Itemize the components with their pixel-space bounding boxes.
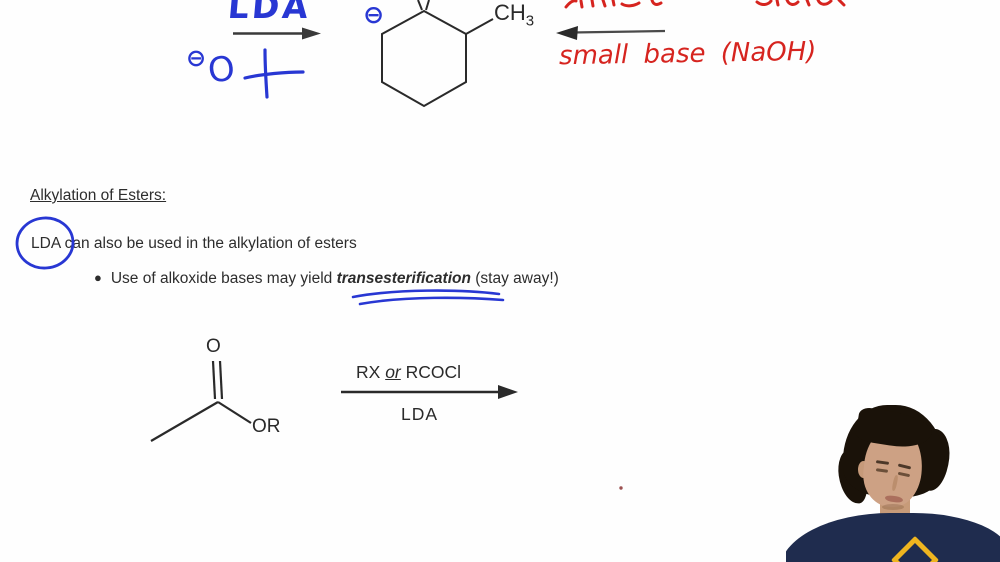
instructor-shirt	[786, 513, 1000, 562]
enolate-charge-icon: ⊖	[363, 0, 384, 29]
alkoxide-skeleton-strokes	[243, 48, 305, 99]
cyclohexanone-ring	[381, 0, 494, 108]
bullet-text-pre: Use of alkoxide bases may yield	[110, 270, 337, 287]
reagent-rcocl: RCOCl	[400, 362, 462, 382]
methyl-sub: 3	[525, 12, 535, 30]
blue-double-underline	[351, 289, 505, 306]
body-text-line: LDA can also be used in the alkylation o…	[31, 235, 357, 252]
methyl-main: CH	[494, 0, 526, 25]
methyl-group-label: CH3	[494, 0, 534, 29]
handwritten-small-base-note: small base (NaOH)	[558, 36, 817, 72]
cut-off-red-handwriting	[564, 0, 846, 9]
bullet-line: ● Use of alkoxide bases may yield transes…	[94, 270, 559, 288]
minus-charge-icon: ⊖	[186, 44, 207, 72]
arrow-reagents-label: RX or RCOCl	[356, 362, 461, 383]
reagent-or: or	[385, 362, 401, 382]
ester-or-group-label: OR	[252, 416, 281, 437]
ester-skeleton	[150, 360, 252, 442]
bullet-icon: ●	[94, 270, 102, 285]
instructor-chin-shadow	[882, 504, 904, 510]
ester-reaction-arrow	[341, 385, 518, 399]
bullet-highlight-word: transesterification	[336, 270, 471, 287]
stray-dot	[619, 486, 623, 490]
reaction-arrow-right	[233, 27, 321, 40]
section-heading: Alkylation of Esters:	[30, 187, 167, 204]
webcam-instructor	[786, 397, 1000, 562]
arrow-base-label: LDA	[401, 404, 439, 424]
ester-carbonyl-oxygen-label: O	[206, 336, 221, 357]
handwritten-lda-reagent: LDA	[226, 0, 313, 26]
reaction-arrow-left	[556, 26, 666, 40]
bullet-text-post: (stay away!)	[470, 270, 559, 287]
reagent-rx: RX	[356, 362, 386, 382]
alkoxide-oxygen-label: O	[205, 48, 237, 92]
